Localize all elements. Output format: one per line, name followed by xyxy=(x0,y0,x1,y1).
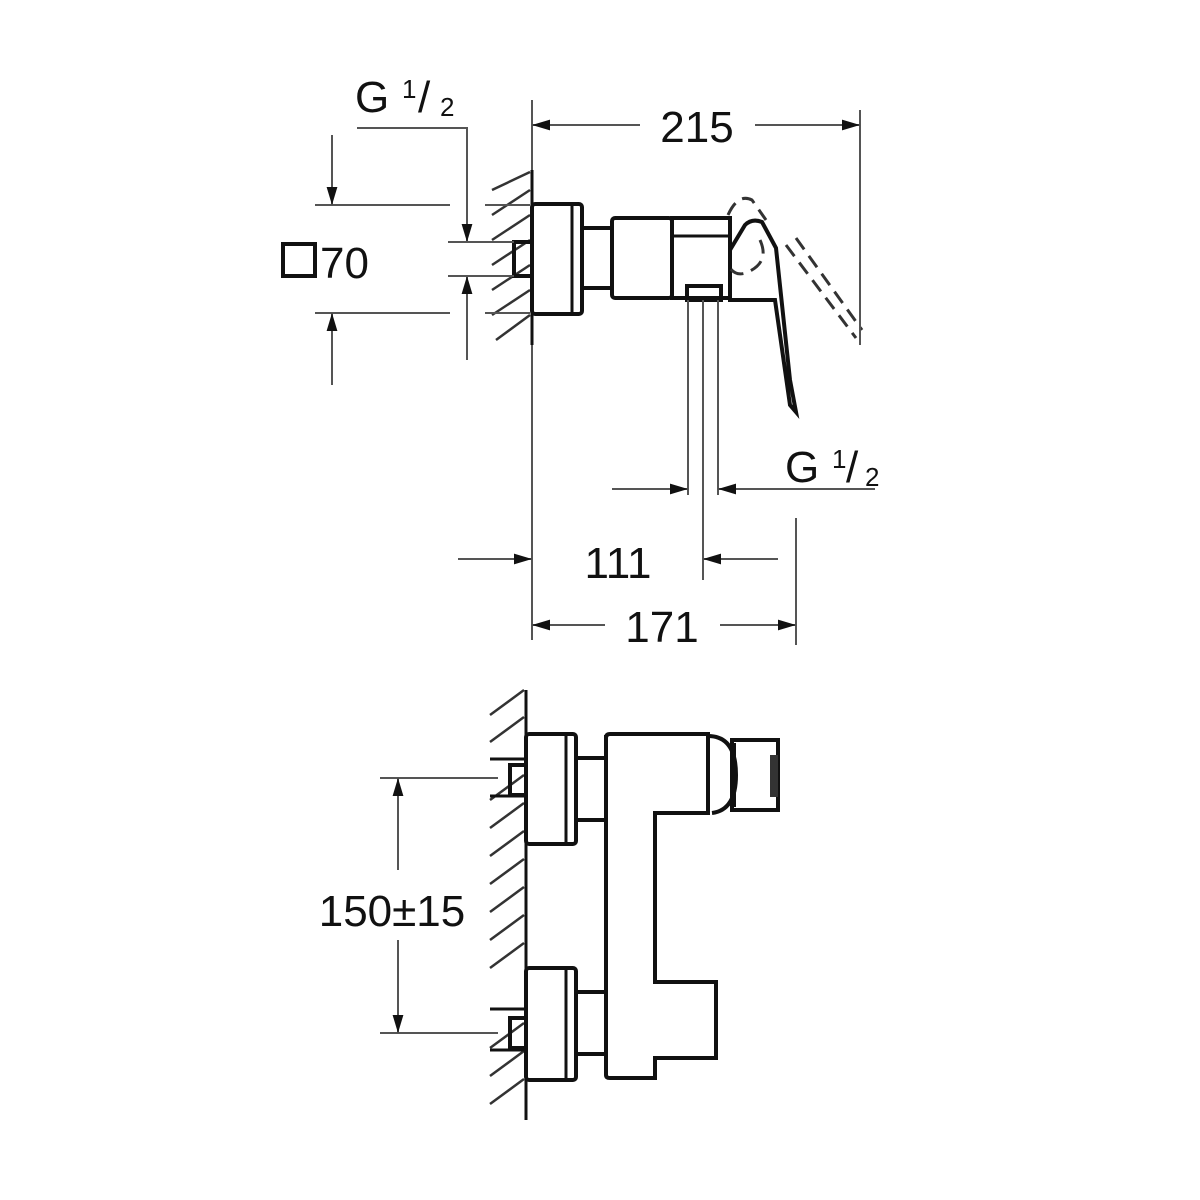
dim-overall-depth: 215 xyxy=(660,103,733,152)
dim-escutcheon-size: 70 xyxy=(320,239,369,288)
dim-inlet-spacing: 150±15 xyxy=(319,887,466,936)
bottom-escutcheon xyxy=(524,966,578,1082)
mixer-body xyxy=(610,216,674,300)
top-connector xyxy=(574,756,608,822)
front-view: 150±15 xyxy=(319,688,780,1120)
lever-alt-position-top xyxy=(726,196,768,221)
svg-text:2: 2 xyxy=(440,92,454,122)
svg-text:1: 1 xyxy=(402,74,416,104)
top-escutcheon xyxy=(524,732,578,846)
svg-text:/: / xyxy=(846,443,859,492)
dim-outlet-center: 111 xyxy=(585,539,652,588)
svg-text:/: / xyxy=(418,73,431,122)
lever-alt-position-arm xyxy=(784,244,858,339)
wall-hatching-front xyxy=(489,688,525,1106)
wall-hatching-top xyxy=(491,170,531,342)
svg-text:2: 2 xyxy=(865,462,879,492)
bottom-connector xyxy=(574,990,608,1056)
lever-handle xyxy=(728,218,800,419)
svg-text:1: 1 xyxy=(832,444,846,474)
connector xyxy=(580,226,614,290)
square-symbol-icon xyxy=(281,242,317,278)
escutcheon xyxy=(530,202,584,316)
dim-outlet-depth: 171 xyxy=(625,603,698,652)
svg-text:G: G xyxy=(785,443,819,492)
side-view: 215 70 G 1 / 2 G 1 / 2 1 1 xyxy=(281,73,879,652)
lever-end-cap xyxy=(770,755,778,797)
dim-outlet-thread: G 1 / 2 xyxy=(785,443,879,492)
svg-text:G: G xyxy=(355,73,389,122)
dim-inlet-thread: G 1 / 2 xyxy=(355,73,454,122)
mixer-body-front xyxy=(604,732,718,1080)
